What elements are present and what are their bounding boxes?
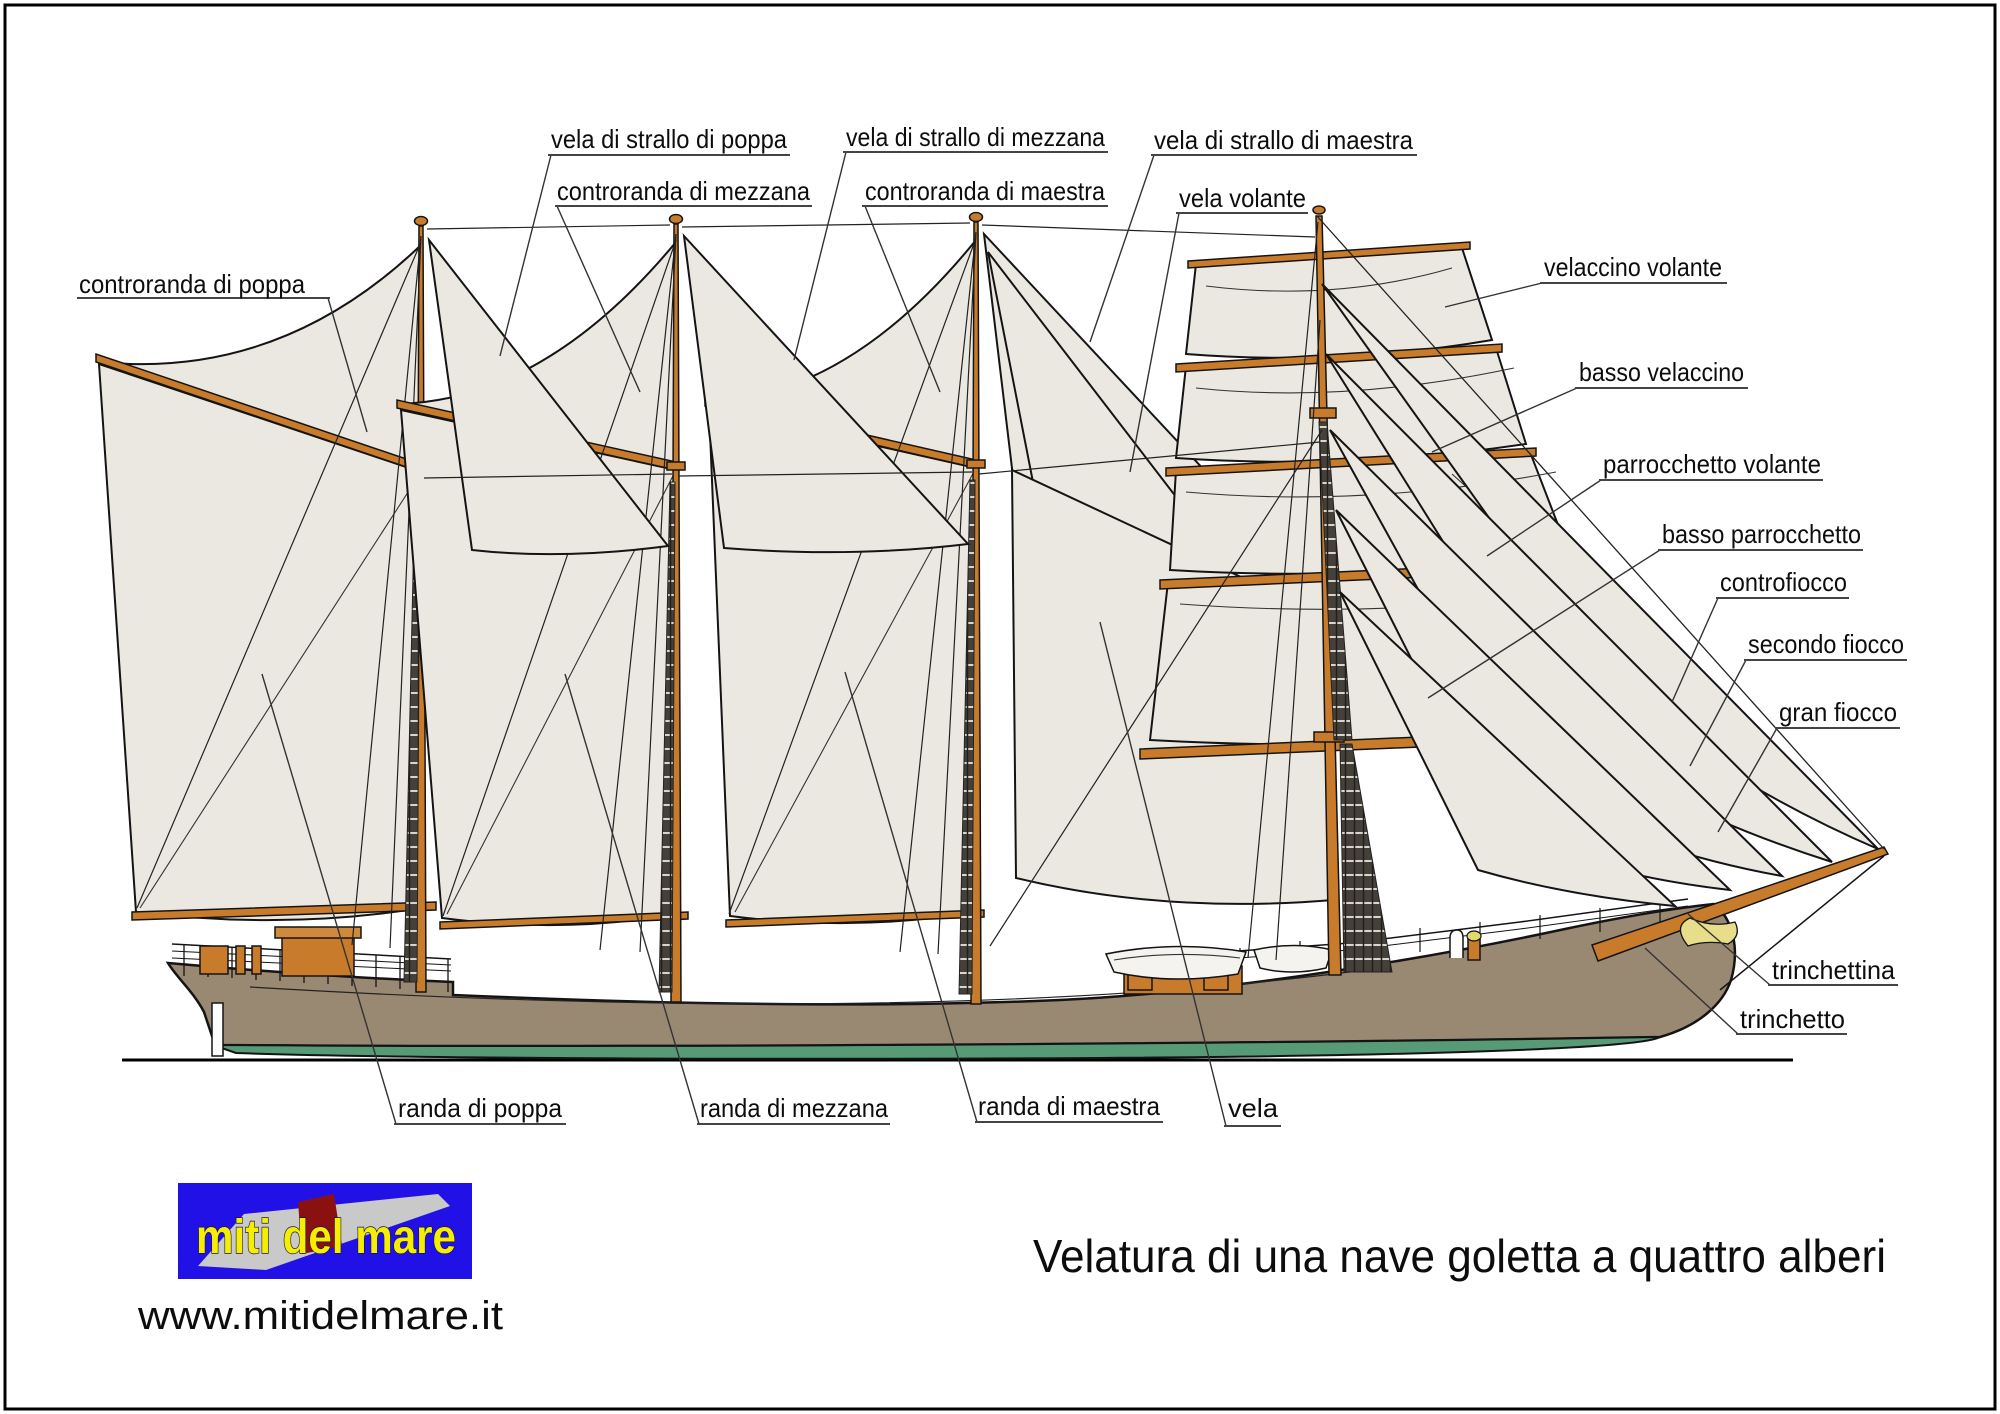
label-randa-di-maestra: randa di maestra [978, 1091, 1160, 1121]
masthead-knob [968, 211, 984, 223]
label-basso-velaccino: basso velaccino [1579, 357, 1744, 387]
ratlines [1318, 421, 1353, 741]
label-vela: vela [1228, 1093, 1279, 1123]
ratlines [658, 481, 676, 993]
label-secondo-fiocco: secondo fiocco [1748, 629, 1904, 659]
foremast-group [989, 205, 1393, 976]
label-controranda-di-maestra: controranda di maestra [865, 176, 1105, 206]
label-basso-parrocchetto: basso parrocchetto [1662, 519, 1861, 549]
label-controfiocco: controfiocco [1720, 567, 1847, 597]
label-trinchetto: trinchetto [1740, 1004, 1845, 1034]
label-parrocchetto-volante: parrocchetto volante [1603, 449, 1821, 479]
label-gran-fiocco: gran fiocco [1779, 697, 1897, 727]
poppa-mast-group [95, 215, 437, 993]
label-controranda-di-poppa: controranda di poppa [79, 269, 305, 299]
boom-spar [131, 901, 437, 921]
waterline-green-stripe [212, 1035, 1664, 1060]
masthead-knob [1312, 205, 1326, 215]
label-velaccino-volante: velaccino volante [1544, 252, 1722, 282]
masthead-knob [668, 213, 684, 225]
label-randa-di-mezzana: randa di mezzana [700, 1093, 888, 1123]
label-vela-di-strallo-di-maestra: vela di strallo di maestra [1154, 125, 1413, 155]
label-randa-di-poppa: randa di poppa [398, 1093, 563, 1123]
bowsprit [1591, 846, 1890, 962]
website-url: www.mitidelmare.it [137, 1294, 503, 1338]
topgallant-yard [1175, 343, 1503, 373]
ratlines [1339, 743, 1393, 973]
logo: miti del mare [178, 1183, 472, 1279]
lifeboat [1253, 944, 1333, 973]
masthead-knob [413, 215, 429, 227]
diagram-title: Velatura di una nave goletta a quattro a… [1033, 1230, 1886, 1282]
boom-spar [725, 909, 985, 928]
label-underlines [77, 151, 1907, 1127]
logo-text: miti del mare [196, 1211, 456, 1264]
rudder [211, 1002, 224, 1057]
rigging-lines [423, 215, 1885, 850]
boom-spar [439, 911, 689, 930]
label-vela-di-strallo-di-poppa: vela di strallo di poppa [551, 124, 787, 154]
sail-trinchetto [1339, 591, 1678, 908]
label-vela-di-strallo-di-mezzana: vela di strallo di mezzana [846, 122, 1105, 152]
label-controranda-di-mezzana: controranda di mezzana [557, 176, 810, 206]
ratlines [958, 479, 976, 995]
lifeboat [1104, 945, 1248, 991]
stern-deckhouse [274, 926, 362, 977]
leader-lines [261, 151, 1778, 1127]
logo-red-sail-shape [298, 1194, 342, 1254]
bobstay-line [1719, 855, 1885, 991]
label-vela-volante: vela volante [1179, 183, 1306, 213]
label-trinchettina: trinchettina [1772, 955, 1896, 985]
royal-yard [1187, 241, 1471, 269]
bow-deck-fittings [1449, 929, 1482, 961]
